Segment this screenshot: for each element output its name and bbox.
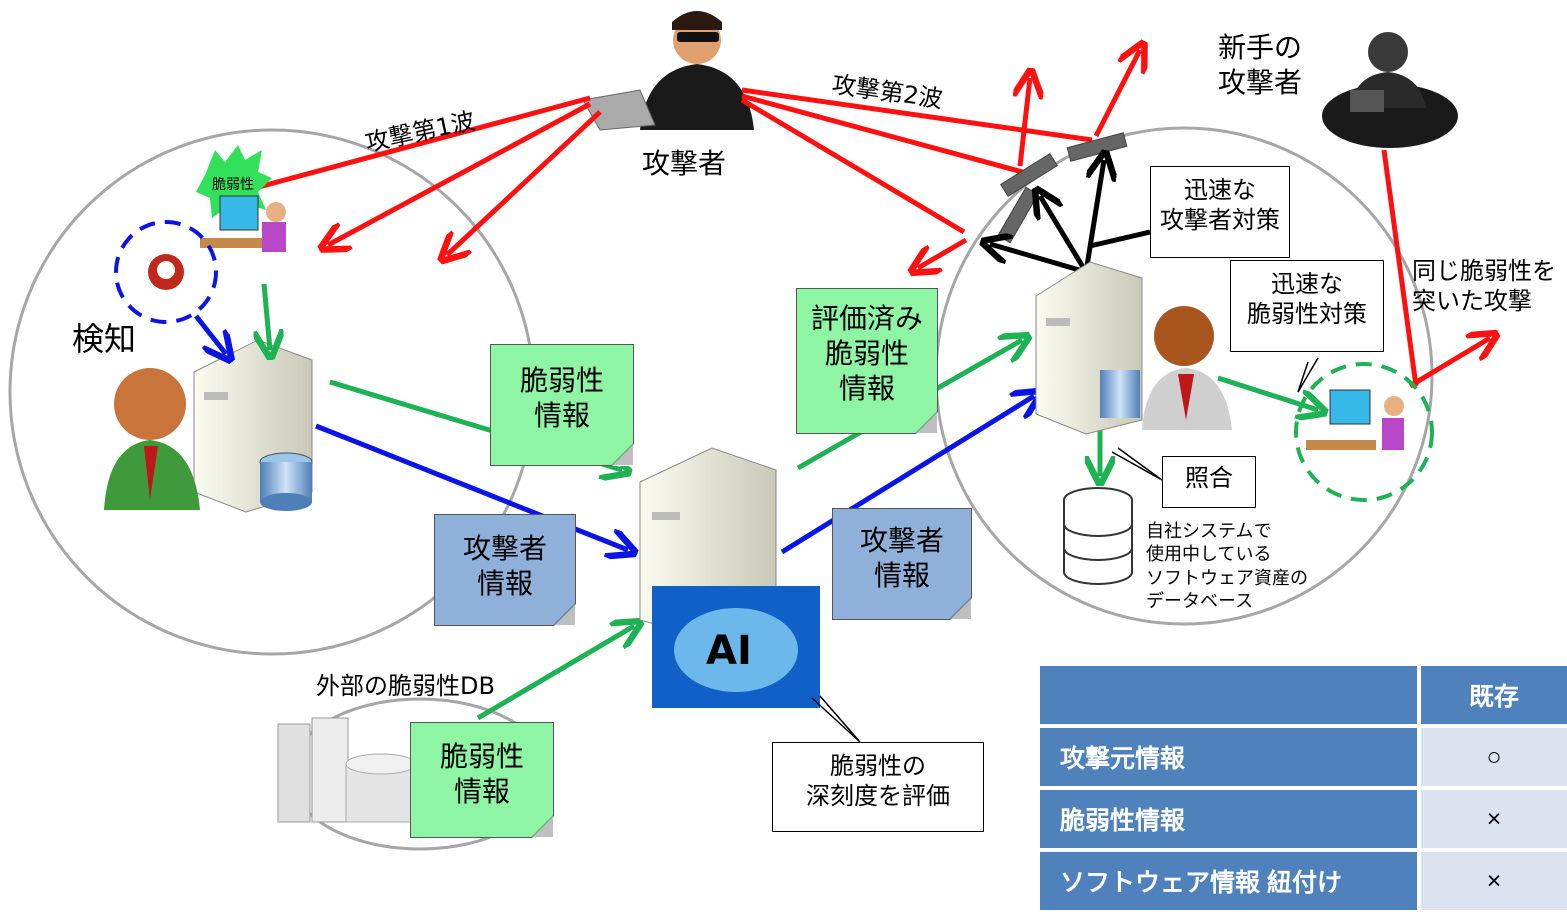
comparison-table: 既存 攻撃元情報 ○ 脆弱性情報 × ソフトウェア情報 紐付け ×: [1040, 662, 1567, 914]
ai-label: AI: [706, 628, 752, 674]
new-attack-arrow-down: [1381, 149, 1419, 387]
table-row: ソフトウェア情報 紐付け ×: [1040, 852, 1567, 910]
match-callout-text: 照合: [1185, 464, 1233, 492]
new-attacker-label: 新手の 攻撃者: [1218, 31, 1303, 99]
table-row-value: ×: [1421, 790, 1567, 848]
evaluated-vuln-note: 評価済み 脆弱性 情報: [796, 288, 938, 434]
wave1-arrow-to-vulnerable-pc: [254, 95, 591, 191]
external-db-servers-icon: [277, 717, 417, 823]
vuln-badge-label: 脆弱性: [212, 177, 254, 193]
table-row: 攻撃元情報 ○: [1040, 728, 1567, 786]
table-header-row: 既存: [1040, 666, 1567, 724]
wave2-arrow-firewall-top: [741, 87, 1093, 143]
new-attack-arrow-out: [1408, 338, 1490, 389]
match-callout: 照合: [1162, 456, 1256, 508]
quick-vuln-callout: 迅速な 脆弱性対策: [1230, 260, 1384, 352]
attacker-info-flow: [194, 314, 1034, 552]
blocked-arrow-1: [918, 237, 968, 268]
firewall-icons: [997, 132, 1128, 244]
evaluated-vuln-note-text: 評価済み 脆弱性 情報: [810, 302, 923, 405]
wave2-arrow-firewall-low: [740, 97, 966, 235]
attack-wave-arrows: [254, 50, 1490, 389]
external-db-label: 外部の脆弱性DB: [316, 672, 495, 700]
attacker-info-note-2-text: 攻撃者 情報: [859, 524, 944, 592]
left-operator-avatar: [104, 368, 200, 510]
table-row-value: ○: [1421, 728, 1567, 786]
blocked-arrow-3: [1093, 50, 1140, 138]
wave2-arrow-firewall-mid: [741, 93, 1031, 177]
quick-vuln-callout-text: 迅速な 脆弱性対策: [1247, 270, 1367, 328]
vuln-info-note-2: 脆弱性 情報: [410, 722, 554, 838]
vuln-info-note-1: 脆弱性 情報: [490, 344, 634, 466]
attacker-info-note-2: 攻撃者 情報: [832, 508, 972, 620]
detect-label: 検知: [72, 320, 137, 358]
quick-attacker-callout: 迅速な 攻撃者対策: [1150, 166, 1290, 258]
table-row-label: ソフトウェア情報 紐付け: [1040, 852, 1421, 910]
new-attacker-icon: [1322, 32, 1458, 148]
same-vuln-attack-label: 同じ脆弱性を 突いた攻撃: [1412, 257, 1556, 315]
asset-database-icon: [1063, 487, 1133, 585]
left-server-icon: [193, 339, 313, 513]
table-row-label: 脆弱性情報: [1040, 790, 1421, 848]
vuln-info-note-2-text: 脆弱性 情報: [439, 740, 524, 808]
attacker-info-note-1: 攻撃者 情報: [434, 514, 576, 626]
right-operator-avatar: [1142, 306, 1232, 430]
table-row-label: 攻撃元情報: [1040, 728, 1421, 786]
table-header-label: [1040, 666, 1421, 724]
table-header-existing: 既存: [1421, 666, 1567, 724]
vulnerable-pc-icon: [196, 145, 286, 252]
protected-pc-icon: [1294, 362, 1434, 502]
wave1-arrow-center: [447, 110, 602, 255]
attacker-info-note-1-text: 攻撃者 情報: [462, 532, 547, 600]
quick-attacker-callout-text: 迅速な 攻撃者対策: [1160, 176, 1280, 234]
skull-threat-icon: [114, 220, 218, 324]
vuln-info-note-1-text: 脆弱性 情報: [519, 364, 604, 432]
asset-db-label: 自社システムで 使用中している ソフトウェア資産の データベース: [1146, 521, 1308, 613]
central-ai-server-icon: [639, 447, 820, 708]
countermeasure-arrows: [990, 160, 1151, 275]
attacker-icon: [582, 11, 754, 131]
evaluate-callout-text: 脆弱性の 深刻度を評価: [806, 752, 950, 810]
table-row-value: ×: [1421, 852, 1567, 910]
evaluate-callout: 脆弱性の 深刻度を評価: [772, 742, 984, 832]
attacker-label: 攻撃者: [642, 147, 727, 180]
table-row: 脆弱性情報 ×: [1040, 790, 1567, 848]
blocked-arrow-2: [1020, 78, 1030, 167]
wave1-arrow-left: [328, 101, 592, 245]
right-server-icon: [1035, 261, 1143, 435]
